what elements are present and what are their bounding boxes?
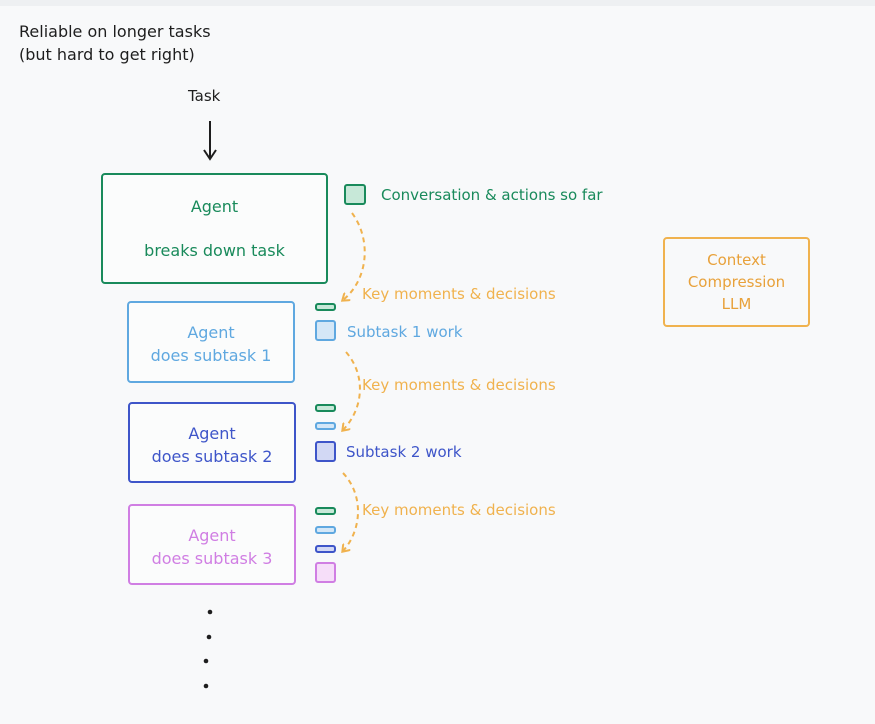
agent-subtask-3-box: Agent does subtask 3 [128, 504, 296, 585]
agent-sub2-subtitle: does subtask 2 [151, 447, 273, 466]
agent-sub3-title: Agent [188, 526, 236, 545]
subtask-2-work-label: Subtask 2 work [346, 443, 462, 461]
key-moments-chip-green-3 [315, 507, 336, 515]
key-moments-label-2: Key moments & decisions [362, 376, 556, 394]
key-moments-chip-lblue-2 [315, 422, 336, 430]
agent-subtask-2-box: Agent does subtask 2 [128, 402, 296, 483]
key-moments-chip-dblue-3 [315, 545, 336, 553]
agent-sub1-title: Agent [187, 323, 235, 342]
continuation-ellipsis [203, 609, 213, 689]
conversation-context-chip [344, 184, 366, 205]
subtask-3-work-chip [315, 562, 336, 583]
subtask-1-work-label: Subtask 1 work [347, 323, 463, 341]
agent-main-title: Agent [190, 197, 239, 216]
key-moments-arrow-3 [343, 472, 359, 551]
key-moments-chip-lblue-3 [315, 526, 336, 534]
agent-main-subtitle: breaks down task [144, 241, 285, 260]
diagram-heading: Reliable on longer tasks (but hard to ge… [19, 20, 211, 66]
top-strip [0, 0, 875, 6]
agent-sub2-title: Agent [188, 424, 236, 443]
heading-line-1: Reliable on longer tasks [19, 22, 211, 41]
task-label: Task [188, 87, 221, 105]
task-down-arrow [203, 121, 217, 161]
context-compression-llm-box: Context Compression LLM [663, 237, 810, 327]
agent-sub1-subtitle: does subtask 1 [150, 346, 272, 365]
subtask-1-work-chip [315, 320, 336, 341]
agent-breaks-down-task-box: Agent breaks down task [101, 173, 328, 284]
context-line-1: Context [707, 251, 766, 269]
key-moments-label-3: Key moments & decisions [362, 501, 556, 519]
context-line-3: LLM [721, 295, 752, 313]
agent-subtask-1-box: Agent does subtask 1 [127, 301, 295, 383]
key-moments-arrow-2 [343, 351, 361, 430]
key-moments-label-1: Key moments & decisions [362, 285, 556, 303]
key-moments-chip-green-2 [315, 404, 336, 412]
heading-line-2: (but hard to get right) [19, 45, 195, 64]
agent-sub3-subtitle: does subtask 3 [151, 549, 273, 568]
context-line-2: Compression [687, 273, 786, 291]
conversation-so-far-label: Conversation & actions so far [381, 186, 603, 204]
key-moments-chip-green-1 [315, 303, 336, 311]
subtask-2-work-chip [315, 441, 336, 462]
